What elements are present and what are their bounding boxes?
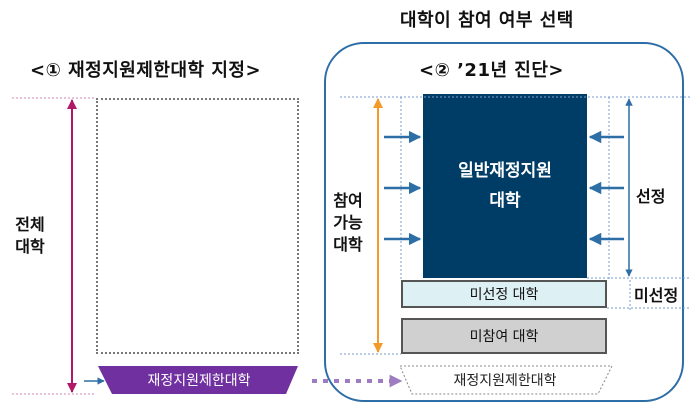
right-panel-title: <② ’21년 진단> xyxy=(419,60,565,81)
participation-eligible-label: 참여 가능 대학 xyxy=(328,190,368,256)
choice-title: 대학이 참여 여부 선택 xyxy=(400,10,574,31)
left-restricted-label: 재정지원제한대학 xyxy=(147,373,251,389)
right-restricted-label: 재정지원제한대학 xyxy=(453,373,557,389)
selected-label: 선정 xyxy=(636,187,666,206)
general-support-university-box: 일반재정지원 대학 xyxy=(423,94,587,278)
left-panel-title: <① 재정지원제한대학 지정> xyxy=(30,60,262,81)
non-participating-university-box: 미참여 대학 xyxy=(401,318,607,354)
participation-label-line1: 참여 xyxy=(333,191,363,210)
all-universities-label-line1: 전체 xyxy=(15,215,45,234)
general-support-line2: 대학 xyxy=(489,191,521,211)
participation-label-line2: 가능 xyxy=(333,213,363,232)
not-selected-label: 미선정 xyxy=(634,286,679,305)
left-restricted-shape xyxy=(98,366,298,394)
right-panel-container xyxy=(324,42,684,402)
all-universities-label-line2: 대학 xyxy=(15,237,45,256)
not-selected-university-box: 미선정 대학 xyxy=(401,280,607,308)
all-universities-box xyxy=(96,98,299,354)
right-restricted-shape xyxy=(399,365,613,395)
all-universities-label: 전체 대학 xyxy=(12,214,48,258)
general-support-line1: 일반재정지원 xyxy=(458,161,552,181)
participation-label-line3: 대학 xyxy=(333,235,363,254)
